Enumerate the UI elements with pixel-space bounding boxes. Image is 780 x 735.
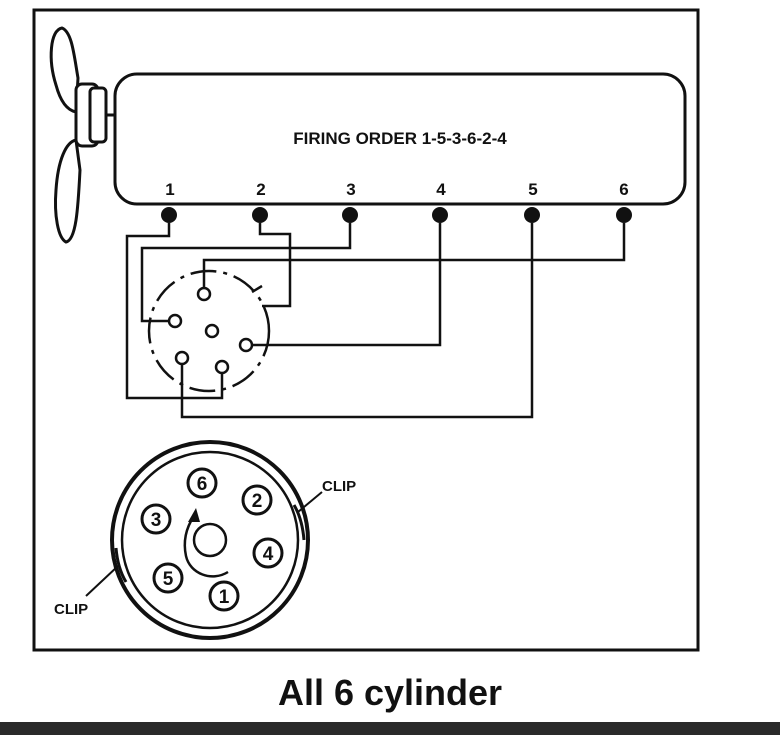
- engine-block: [113, 72, 687, 206]
- cap-center-hole: [192, 522, 228, 558]
- cylinder-label-1: 1: [165, 180, 174, 199]
- cylinder-label-2: 2: [256, 180, 265, 199]
- cap-number-6: 6: [197, 474, 208, 495]
- wire-cylinder-1: [125, 223, 224, 400]
- rotation-arrow-icon: [183, 515, 229, 578]
- distributor-terminal-1: [214, 359, 230, 375]
- diagram-frame: [32, 8, 700, 652]
- cylinder-label-6: 6: [619, 180, 628, 199]
- cap-number-2: 2: [252, 491, 263, 512]
- cap-number-1: 1: [219, 587, 230, 608]
- wire-cylinder-5: [180, 223, 534, 419]
- cap-terminal-3: [140, 503, 172, 535]
- firing-order-label: FIRING ORDER 1-5-3-6-2-4: [293, 129, 507, 148]
- cap-terminal-4: [252, 537, 284, 569]
- cap-number-3: 3: [151, 510, 162, 531]
- distributor-center: [204, 323, 220, 339]
- distributor-terminal-5: [174, 350, 190, 366]
- distributor-clip-mark: [251, 284, 263, 294]
- clip-right-leader: [297, 491, 323, 513]
- wire-cylinder-6: [202, 223, 626, 288]
- wire-cylinder-4: [252, 223, 442, 347]
- cylinder-label-5: 5: [528, 180, 537, 199]
- cap-terminal-5: [152, 562, 184, 594]
- clip-left-label: CLIP: [54, 601, 88, 618]
- clip-left-mark: [114, 547, 128, 583]
- cap-terminal-1: [208, 580, 240, 612]
- distributor-body: [147, 269, 271, 393]
- clip-right-mark: [292, 504, 306, 541]
- distributor-terminal-3: [167, 313, 183, 329]
- cylinder-label-4: 4: [436, 180, 446, 199]
- bottom-bar: [0, 722, 780, 735]
- wire-cylinder-3: [140, 223, 352, 323]
- caption: All 6 cylinder: [277, 672, 503, 713]
- cap-terminal-6: [186, 467, 218, 499]
- spark-plug-3: [342, 207, 358, 223]
- wire-cylinder-2: [258, 223, 292, 308]
- spark-plug-4: [432, 207, 448, 223]
- spark-plug-2: [252, 207, 268, 223]
- cap-number-4: 4: [263, 544, 274, 565]
- cap-terminal-2: [241, 484, 273, 516]
- cap-number-5: 5: [163, 569, 174, 590]
- spark-plug-5: [524, 207, 540, 223]
- cylinder-label-3: 3: [346, 180, 355, 199]
- fan-icon: [49, 26, 118, 244]
- clip-left-leader: [85, 565, 119, 597]
- distributor-terminal-4: [238, 337, 254, 353]
- spark-plug-6: [616, 207, 632, 223]
- spark-plug-1: [161, 207, 177, 223]
- clip-right-label: CLIP: [322, 478, 356, 495]
- distributor-terminal-6: [196, 286, 212, 302]
- spark-plug-wires: [125, 223, 626, 419]
